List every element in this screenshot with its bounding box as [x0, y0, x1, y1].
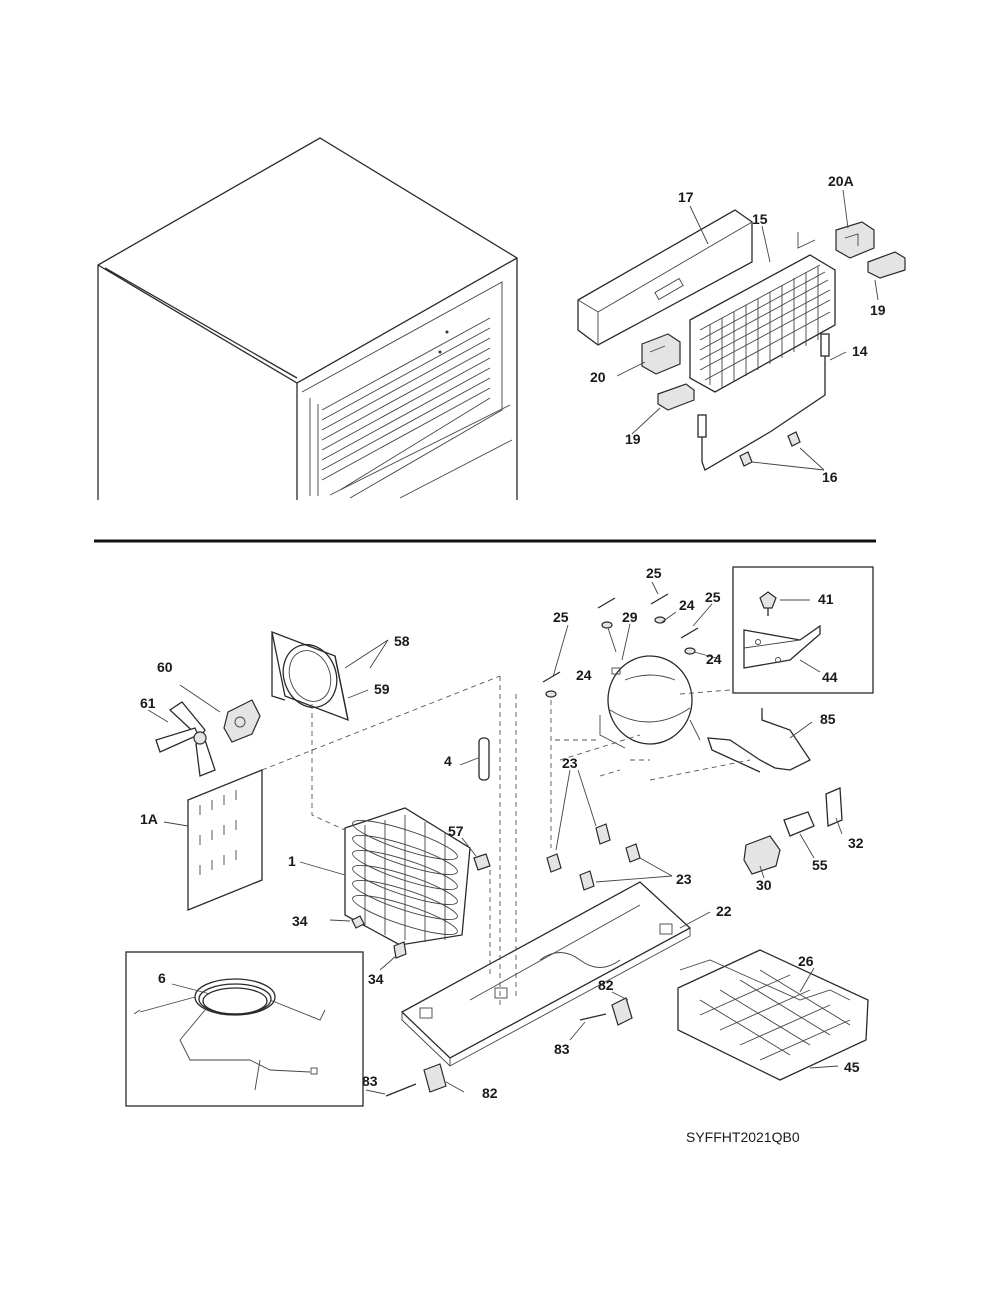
- callout-6: 6: [158, 970, 166, 986]
- washer-24-c: [654, 616, 666, 624]
- tube-85: [707, 708, 811, 773]
- grommet-23-c: [579, 870, 595, 891]
- callout-85: 85: [820, 711, 836, 727]
- drier: [478, 737, 490, 781]
- callout-19-right: 19: [870, 302, 886, 318]
- bottom-callouts: 25 25 25 24 29 24 24 41 44 58 60 59 61 8…: [140, 565, 864, 1101]
- callout-19-left: 19: [625, 431, 641, 447]
- cover-32: [825, 787, 843, 827]
- callout-30: 30: [756, 877, 772, 893]
- callout-45: 45: [844, 1059, 860, 1075]
- callout-20: 20: [590, 369, 606, 385]
- pin-83-left: [385, 1083, 417, 1097]
- callout-29: 29: [622, 609, 638, 625]
- callout-16: 16: [822, 469, 838, 485]
- callout-61: 61: [140, 695, 156, 711]
- bolt-25-b: [597, 597, 616, 609]
- grommet-23-a: [546, 853, 562, 873]
- grille-panel: [187, 769, 263, 911]
- callout-44: 44: [822, 669, 838, 685]
- washer-24-b: [601, 621, 613, 629]
- roller-82-left: [423, 1063, 447, 1093]
- callout-25-mid: 25: [646, 565, 662, 581]
- top-leader-lines: [616, 189, 879, 471]
- base-pan: [400, 881, 692, 1067]
- callout-23-right: 23: [676, 871, 692, 887]
- callout-34-upper: 34: [292, 913, 308, 929]
- callout-82-left: 82: [482, 1085, 498, 1101]
- callout-14: 14: [852, 343, 868, 359]
- top-callouts: 17 15 20A 19 14 20 19 16: [590, 173, 886, 485]
- grommet-23-d: [625, 843, 641, 863]
- callout-4: 4: [444, 753, 452, 769]
- overload-55: [783, 811, 815, 837]
- grommet-57: [473, 853, 491, 871]
- bottom-dashed-lines: [261, 675, 751, 1006]
- callout-57: 57: [448, 823, 464, 839]
- part-34-lower: [393, 941, 407, 959]
- pin-83-right: [579, 1013, 607, 1021]
- callout-55: 55: [812, 857, 828, 873]
- callout-34-lower: 34: [368, 971, 384, 987]
- grommet-23-b: [595, 823, 611, 845]
- washer-24-a: [545, 690, 557, 698]
- callout-83-right: 83: [554, 1041, 570, 1057]
- condenser-fan-assembly: [155, 630, 349, 777]
- callout-60: 60: [157, 659, 173, 675]
- callout-26: 26: [798, 953, 814, 969]
- callout-17: 17: [678, 189, 694, 205]
- callout-23-top: 23: [562, 755, 578, 771]
- callout-22: 22: [716, 903, 732, 919]
- callout-15: 15: [752, 211, 768, 227]
- callout-25-left: 25: [553, 609, 569, 625]
- callout-82-right: 82: [598, 977, 614, 993]
- callout-32: 32: [848, 835, 864, 851]
- cabinet-illustration: [97, 137, 518, 500]
- drain-pan: [677, 949, 869, 1081]
- callout-1a: 1A: [140, 811, 158, 827]
- callout-58: 58: [394, 633, 410, 649]
- bolt-25-c: [650, 593, 669, 605]
- callout-1: 1: [288, 853, 296, 869]
- callout-41: 41: [818, 591, 834, 607]
- condenser-coil: [344, 807, 471, 946]
- washer-24-d: [684, 647, 696, 655]
- bolt-25-d: [680, 627, 699, 639]
- evaporator-assembly: [577, 209, 906, 471]
- callout-24-left: 24: [576, 667, 592, 683]
- bottom-leader-lines: [147, 581, 843, 1095]
- compressor: [599, 655, 701, 749]
- callout-25-right: 25: [705, 589, 721, 605]
- part-34-upper: [351, 915, 365, 929]
- callout-83-left: 83: [362, 1073, 378, 1089]
- roller-82-right: [611, 997, 633, 1026]
- callout-24-mid: 24: [679, 597, 695, 613]
- callout-59: 59: [374, 681, 390, 697]
- inset-box-bracket: [732, 566, 874, 694]
- diagram-code: SYFFHT2021QB0: [686, 1129, 800, 1145]
- power-cord-inset: [125, 951, 364, 1107]
- bolt-25-a: [542, 671, 561, 683]
- callout-20a: 20A: [828, 173, 854, 189]
- relay-30: [743, 835, 781, 875]
- callout-24-right: 24: [706, 651, 722, 667]
